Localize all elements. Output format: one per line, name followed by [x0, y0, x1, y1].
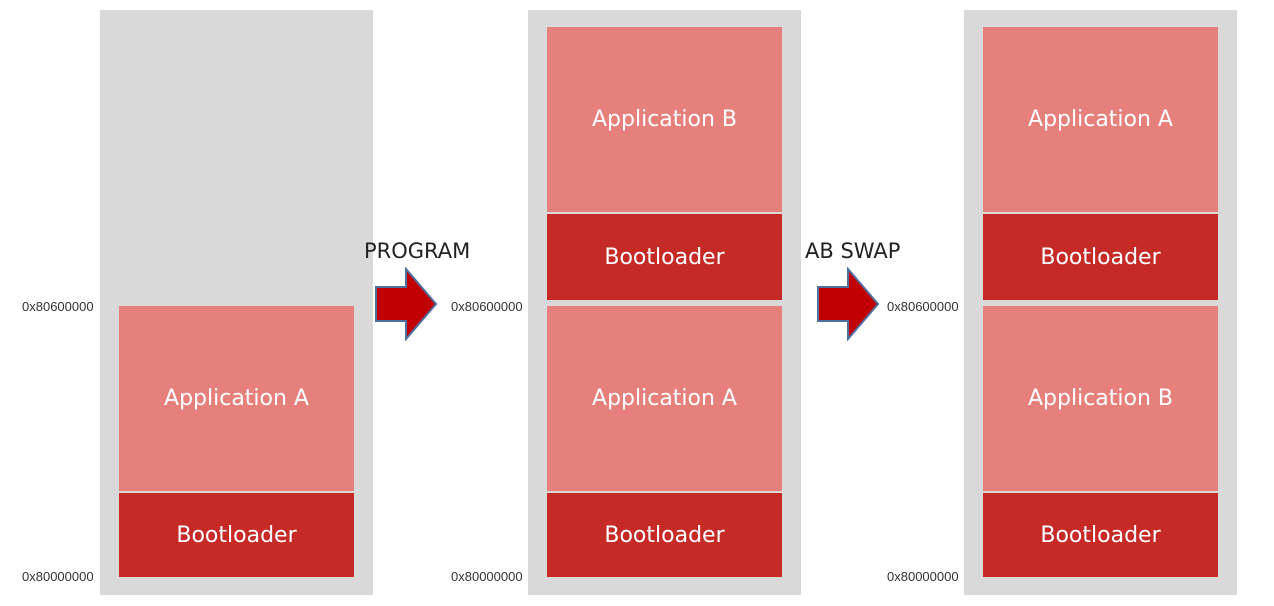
address-lower-label: 0x80000000: [22, 569, 94, 584]
address-upper-label: 0x80600000: [451, 299, 523, 314]
application-b-block: Application B: [983, 306, 1218, 491]
application-b-block: Application B: [547, 27, 782, 212]
right-arrow-icon: [375, 267, 438, 341]
address-lower-label: 0x80000000: [887, 569, 959, 584]
bootloader-block: Bootloader: [983, 214, 1218, 300]
ab-swap-step-label: AB SWAP: [805, 239, 901, 263]
application-a-block: Application A: [983, 27, 1218, 212]
application-a-block: Application A: [119, 306, 354, 491]
bootloader-block: Bootloader: [547, 214, 782, 300]
address-upper-label: 0x80600000: [887, 299, 959, 314]
bootloader-block: Bootloader: [983, 493, 1218, 577]
bootloader-block: Bootloader: [547, 493, 782, 577]
bootloader-block: Bootloader: [119, 493, 354, 577]
application-a-block: Application A: [547, 306, 782, 491]
right-arrow-icon: [817, 267, 880, 341]
program-step-label: PROGRAM: [364, 239, 471, 263]
address-lower-label: 0x80000000: [451, 569, 523, 584]
address-upper-label: 0x80600000: [22, 299, 94, 314]
